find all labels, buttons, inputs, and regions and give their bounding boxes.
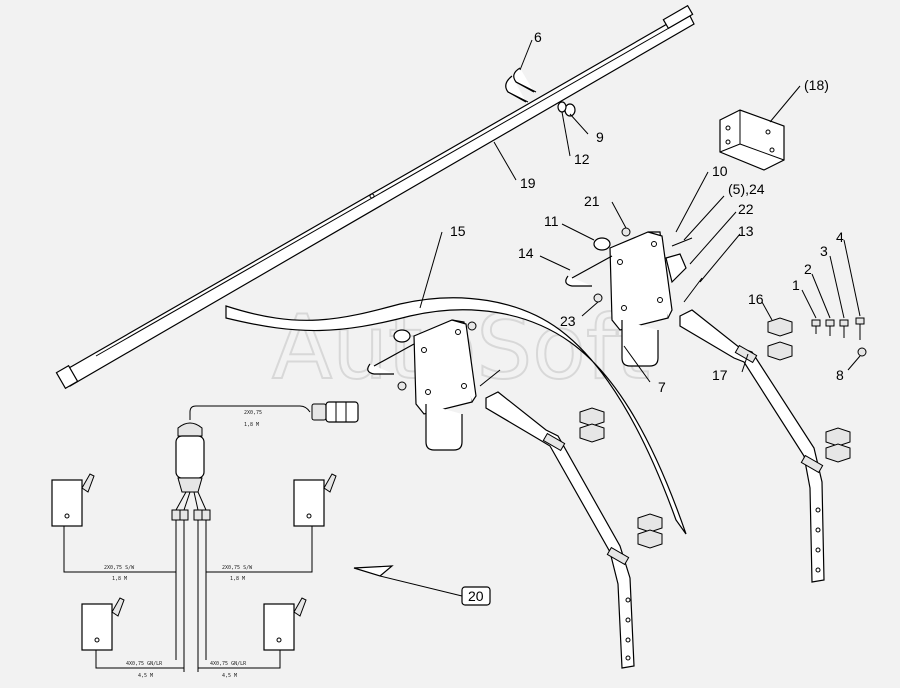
callout-19: 19	[520, 175, 536, 191]
wiring-harness-20	[51, 401, 359, 672]
leader-lines	[419, 39, 861, 383]
callout-9: 9	[596, 129, 604, 145]
callout-17: 17	[712, 367, 728, 383]
mounting-plate-assembly-left	[367, 319, 501, 451]
callout-21: 21	[584, 193, 600, 209]
washer-9	[557, 101, 576, 117]
callout-14: 14	[518, 245, 534, 261]
sensor-box-bl	[81, 603, 113, 651]
wire-spec-tl: 2X0,75 S/W	[104, 565, 135, 571]
clamp-block-16	[579, 317, 851, 549]
sensor-box-br	[263, 603, 295, 651]
callout-6: 6	[534, 29, 542, 45]
callout-7: 7	[658, 379, 666, 395]
callout-4: 4	[836, 229, 844, 245]
bracket-18	[719, 109, 785, 171]
arm-17	[679, 309, 825, 583]
callout-5-24: (5),24	[728, 181, 765, 197]
callout-8: 8	[836, 367, 844, 383]
callout-16: 16	[748, 291, 764, 307]
hose-15	[225, 297, 687, 535]
wire-spec-main-length: 1,8 M	[244, 422, 259, 428]
wire-spec-bl-length: 4,5 M	[138, 673, 153, 679]
mounting-plate-assembly-right	[609, 231, 703, 367]
callout-23: 23	[560, 313, 576, 329]
wire-spec-tr-length: 1,8 M	[230, 576, 245, 582]
long-tube-19	[55, 4, 695, 390]
nut-23	[593, 293, 603, 303]
bolts-1-4	[811, 317, 865, 340]
callout-11: 11	[544, 213, 559, 229]
callout-12: 12	[574, 151, 590, 167]
sensor-box-tl	[51, 479, 83, 527]
callout-1: 1	[792, 277, 800, 293]
callout-20: 20	[468, 588, 484, 604]
wire-spec-br: 4X0,75 GN/LR	[210, 661, 247, 667]
nut-8	[857, 347, 867, 357]
callout-10: 10	[712, 163, 728, 179]
callout-13: 13	[738, 223, 754, 239]
lynch-pin-14	[565, 255, 613, 287]
wire-spec-tl-length: 1,8 M	[112, 576, 127, 582]
callout-22: 22	[738, 201, 754, 217]
wire-spec-main: 2X0,75	[244, 410, 262, 416]
callout-18: (18)	[804, 77, 829, 93]
pointer-arrow-20	[353, 565, 491, 606]
u-bolt-6	[505, 67, 537, 103]
callout-2: 2	[804, 261, 812, 277]
arm-center	[485, 391, 635, 669]
callout-15: 15	[450, 223, 466, 239]
wire-spec-br-length: 4,5 M	[222, 673, 237, 679]
wire-spec-tr: 2X0,75 S/W	[222, 565, 253, 571]
ring-11	[593, 237, 611, 251]
sensor-box-tr	[293, 479, 325, 527]
nut-21	[621, 227, 631, 237]
wire-spec-bl: 4X0,75 GN/LR	[126, 661, 163, 667]
callout-3: 3	[820, 243, 828, 259]
